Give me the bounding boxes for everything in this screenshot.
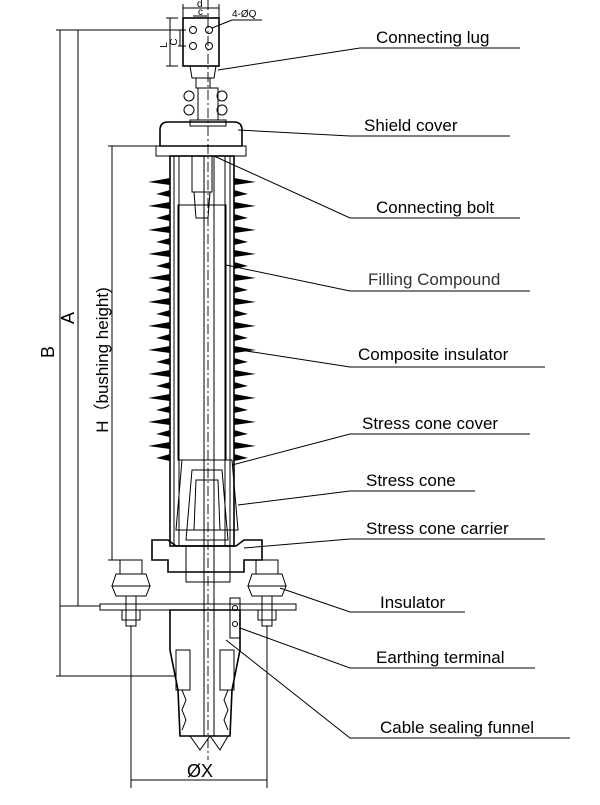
insulator-right: [247, 559, 287, 627]
dim-a-label: A: [58, 312, 78, 324]
shed-fin: [148, 346, 170, 353]
connecting-bolt-shape: [191, 155, 213, 219]
dim-lug-c-side: C: [169, 38, 180, 45]
shed-fin: [234, 418, 256, 425]
shed-fin: [234, 370, 256, 377]
connector-stem: [183, 87, 228, 127]
shed-fin: [148, 202, 170, 209]
shed-fin: [234, 274, 256, 281]
shed-fin: [234, 286, 248, 293]
shed-fin: [234, 334, 248, 341]
shed-fin: [234, 358, 248, 365]
insulator-sheds: [148, 178, 256, 461]
shed-fin: [156, 382, 170, 389]
shed-fin: [148, 370, 170, 377]
shed-fin: [148, 394, 170, 401]
shed-fin: [234, 238, 248, 245]
base-plate: [99, 603, 297, 611]
shed-fin: [234, 430, 248, 437]
leader-lines: [213, 47, 570, 739]
label-connecting-bolt: Connecting bolt: [376, 198, 494, 217]
shield-cover-shape: [159, 121, 243, 147]
shed-fin: [234, 214, 248, 221]
label-stress-cone-carrier: Stress cone carrier: [366, 519, 509, 538]
label-insulator: Insulator: [380, 593, 446, 612]
dim-h-label: H（bushing height): [93, 287, 112, 433]
shed-fin: [234, 178, 256, 185]
shed-fin: [234, 226, 256, 233]
dim-b-label: B: [38, 346, 58, 358]
label-connecting-lug: Connecting lug: [376, 28, 489, 47]
dimension-labels: B A H（bushing height) ØX d c C L 4-ØQ: [38, 0, 257, 781]
dim-lug-holes: 4-ØQ: [232, 9, 257, 20]
callout-labels: Connecting lug Shield cover Connecting b…: [358, 28, 534, 737]
insulator-left: [111, 559, 151, 627]
shed-fin: [234, 382, 248, 389]
shed-fin: [156, 358, 170, 365]
shed-fin: [234, 346, 256, 353]
shed-fin: [148, 418, 170, 425]
shed-fin: [156, 214, 170, 221]
shed-fin: [156, 454, 170, 461]
shed-fin: [234, 298, 256, 305]
shed-fin: [234, 250, 256, 257]
shed-fin: [234, 454, 248, 461]
dim-lug-l: L: [159, 42, 170, 48]
label-earthing-terminal: Earthing terminal: [376, 648, 505, 667]
shed-fin: [156, 430, 170, 437]
shed-fin: [148, 442, 170, 449]
shed-fin: [234, 322, 256, 329]
shed-fin: [148, 322, 170, 329]
label-stress-cone-cover: Stress cone cover: [362, 414, 498, 433]
label-cable-sealing-funnel: Cable sealing funnel: [380, 718, 534, 737]
termination-drawing: [56, 0, 570, 788]
shed-fin: [234, 190, 248, 197]
shed-fin: [234, 442, 256, 449]
label-stress-cone: Stress cone: [366, 471, 456, 490]
shed-fin: [234, 394, 256, 401]
stress-cone-carrier-shape: [151, 539, 263, 583]
top-flange: [155, 145, 247, 157]
shed-fin: [156, 262, 170, 269]
shed-fin: [234, 406, 248, 413]
label-composite-insulator: Composite insulator: [358, 345, 509, 364]
connecting-lug-shape: [182, 17, 220, 89]
shed-fin: [148, 226, 170, 233]
shed-fin: [156, 286, 170, 293]
shed-fin: [156, 310, 170, 317]
shed-fin: [148, 250, 170, 257]
shed-fin: [234, 310, 248, 317]
dim-lug-d: d: [197, 0, 203, 10]
shed-fin: [156, 406, 170, 413]
label-shield-cover: Shield cover: [364, 116, 458, 135]
shed-fin: [148, 178, 170, 185]
overall-dimension-lines: [56, 29, 268, 788]
shed-fin: [156, 190, 170, 197]
label-filling-compound: Filling Compound: [368, 270, 500, 289]
lug-dimension-lines: [166, 4, 262, 67]
dim-x-label: ØX: [187, 761, 213, 781]
shed-fin: [148, 298, 170, 305]
shed-fin: [234, 202, 256, 209]
shed-fin: [156, 334, 170, 341]
dim-lug-c-top: c: [198, 7, 203, 18]
stress-cone-shape: [175, 459, 239, 541]
shed-fin: [148, 274, 170, 281]
shed-fin: [156, 238, 170, 245]
conductor: [203, 155, 215, 737]
cable-sealing-funnel-shape: [169, 609, 241, 751]
